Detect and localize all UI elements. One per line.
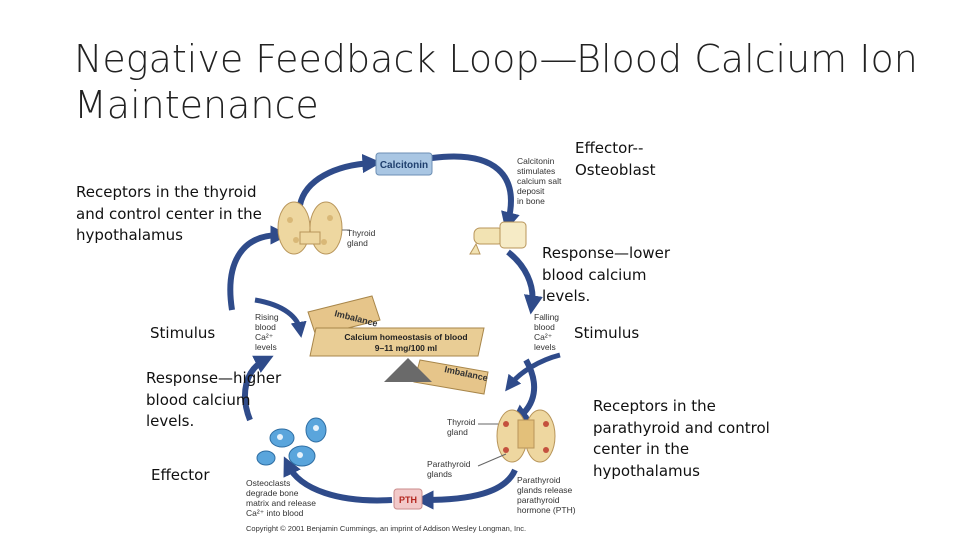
parathyroid-note: Parathyroid glands release parathyroid h… xyxy=(517,475,576,515)
bone-illustration xyxy=(469,221,527,255)
loop-arrow-pth-to-osteoclasts xyxy=(283,456,393,504)
parathyroid-gland-illustration xyxy=(496,409,556,463)
response-higher-label: Response—higher blood calcium levels. xyxy=(146,369,282,430)
homeostasis-line-2: 9–11 mg/100 ml xyxy=(375,343,437,353)
loop-arrow-bone-down xyxy=(506,249,543,315)
loop-arrow-thyroid-to-calcitonin xyxy=(297,153,382,206)
homeostasis-plank xyxy=(309,327,485,357)
loop-arrow-osteoclasts-up xyxy=(242,355,274,422)
slide-title: Negative Feedback Loop—Blood Calcium Ion… xyxy=(74,37,918,127)
loop-arrow-up-left xyxy=(227,225,290,311)
calcitonin-box-label: Calcitonin xyxy=(380,160,428,171)
falling-blood-ca-label: Falling blood Ca²⁺ levels xyxy=(534,312,561,352)
stimulus-right-label: Stimulus xyxy=(574,324,640,342)
imbalance-plank-top xyxy=(307,295,381,337)
effector-osteoblast-label: Effector-- Osteoblast xyxy=(575,139,656,179)
pth-box xyxy=(393,488,423,510)
homeostasis-seesaw xyxy=(307,295,489,395)
receptors-thyroid-label: Receptors in the thyroid and control cen… xyxy=(76,183,262,244)
homeostasis-line-1: Calcium homeostasis of blood xyxy=(344,332,467,342)
osteoclasts-illustration xyxy=(256,417,327,467)
stimulus-left-label: Stimulus xyxy=(150,324,216,342)
loop-arrow-parathyroid-to-pth xyxy=(414,468,518,510)
response-lower-label: Response—lower blood calcium levels. xyxy=(542,244,671,305)
parathyroid-glands-label: Parathyroid glands xyxy=(427,459,473,479)
rising-blood-ca-label: Rising blood Ca²⁺ levels xyxy=(255,312,281,352)
thyroid-gland-top-illustration xyxy=(277,201,343,255)
thyroid-gland-top-label: Thyroid gland xyxy=(347,228,378,248)
loop-arrow-rising-into-balance xyxy=(254,297,307,338)
thyroid-gland-bottom-label: Thyroid gland xyxy=(447,417,478,437)
pth-box-label: PTH xyxy=(399,495,417,505)
loop-arrow-calcitonin-to-bone xyxy=(431,153,520,232)
fulcrum xyxy=(384,358,432,382)
loop-arrow-falling-into-balance xyxy=(505,352,561,392)
calcitonin-box xyxy=(375,152,433,176)
osteoclasts-note: Osteoclasts degrade bone matrix and rele… xyxy=(246,478,318,518)
receptors-parathyroid-label: Receptors in the parathyroid and control… xyxy=(593,397,770,480)
calcitonin-note: Calcitonin stimulates calcium salt depos… xyxy=(517,156,564,206)
copyright-notice: Copyright © 2001 Benjamin Cummings, an i… xyxy=(246,524,526,533)
effector-bottom-label: Effector xyxy=(151,466,210,484)
